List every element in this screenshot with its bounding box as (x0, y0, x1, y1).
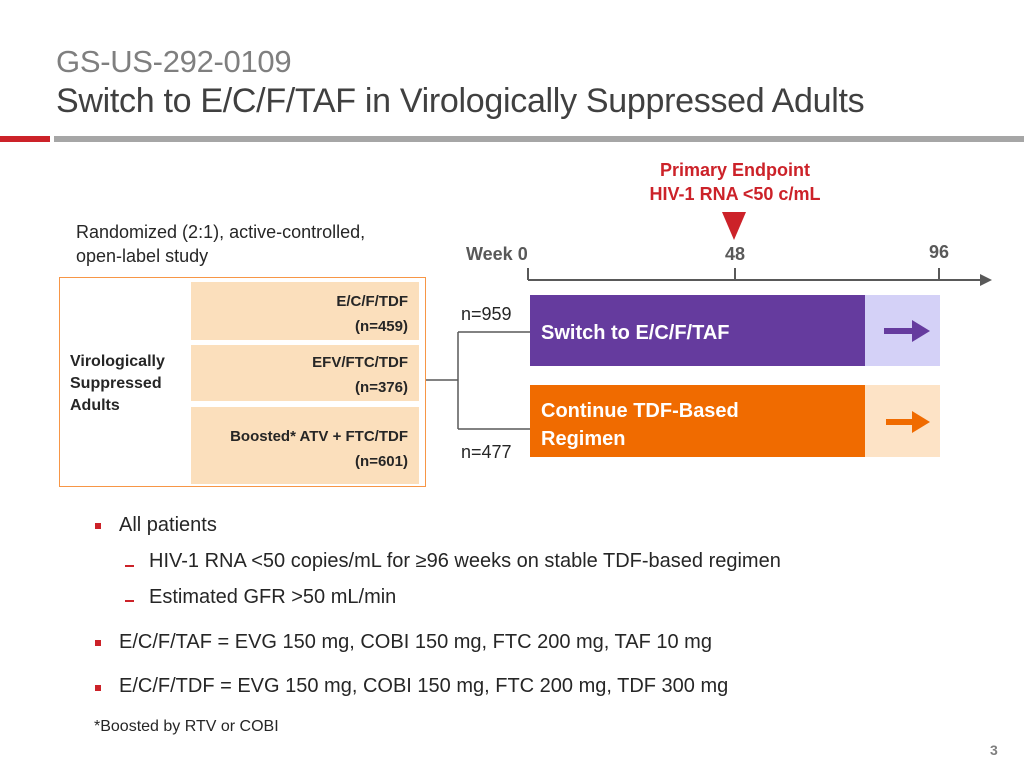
population-line-3: Adults (70, 397, 120, 414)
sub-bullet-rna: HIV-1 RNA <50 copies/mL for ≥96 weeks on… (149, 550, 781, 572)
endpoint-criterion: HIV-1 RNA <50 c/mL (649, 184, 821, 204)
continue-group-line-1: Continue TDF-Based (541, 400, 739, 422)
arm-name: EFV/FTC/TDF (312, 354, 408, 371)
endpoint-triangle-icon (722, 212, 746, 240)
bullet-square-icon (95, 640, 101, 646)
timeline-week-48-label: 48 (724, 244, 746, 264)
arm-count: (n=376) (355, 379, 408, 396)
endpoint-title: Primary Endpoint (659, 160, 811, 180)
arm-name: E/C/F/TDF (336, 293, 408, 310)
arrow-right-icon (886, 411, 930, 433)
timeline-axis (527, 268, 992, 286)
population-box (59, 277, 426, 487)
bullet-square-icon (95, 523, 101, 529)
page-number: 3 (990, 742, 998, 758)
study-design-line-1: Randomized (2:1), active-controlled, (76, 222, 366, 242)
population-label: Virologically Suppressed Adults (70, 351, 190, 417)
switch-group-bar: Switch to E/C/F/TAF (530, 295, 865, 366)
n-switch: n=959 (461, 304, 512, 324)
arm-boosted-atv: Boosted* ATV + FTC/TDF (n=601) (191, 407, 419, 484)
arrow-right-icon (884, 320, 930, 342)
bullet-dash-icon (125, 600, 134, 602)
timeline-week-0-label: Week 0 (466, 244, 528, 264)
arm-efv-ftc-tdf: EFV/FTC/TDF (n=376) (191, 345, 419, 401)
randomization-bracket (426, 331, 530, 430)
continue-group-line-2: Regimen (541, 428, 626, 450)
sub-bullet-gfr: Estimated GFR >50 mL/min (149, 586, 397, 608)
bullet-tdf-definition: E/C/F/TDF = EVG 150 mg, COBI 150 mg, FTC… (119, 675, 729, 697)
slide-title: Switch to E/C/F/TAF in Virologically Sup… (56, 82, 865, 120)
title-rule (54, 136, 1024, 142)
arm-count: (n=601) (355, 453, 408, 470)
arm-count: (n=459) (355, 318, 408, 335)
n-continue: n=477 (461, 442, 512, 462)
study-design-line-2: open-label study (76, 246, 209, 266)
bullet-square-icon (95, 685, 101, 691)
timeline-week-96-label: 96 (928, 242, 950, 262)
arm-ecf-tdf: E/C/F/TDF (n=459) (191, 282, 419, 340)
footnote: *Boosted by RTV or COBI (94, 718, 279, 735)
continue-group-bar: Continue TDF-Based Regimen (530, 385, 865, 457)
arm-name: Boosted* ATV + FTC/TDF (230, 428, 408, 445)
bullet-dash-icon (125, 565, 134, 567)
population-line-1: Virologically (70, 353, 165, 370)
bullet-all-patients: All patients (119, 514, 217, 536)
study-id: GS-US-292-0109 (56, 44, 292, 79)
bullet-taf-definition: E/C/F/TAF = EVG 150 mg, COBI 150 mg, FTC… (119, 631, 712, 653)
population-line-2: Suppressed (70, 375, 162, 392)
title-rule-accent (0, 136, 50, 142)
study-design: Randomized (2:1), active-controlled, ope… (76, 220, 436, 268)
